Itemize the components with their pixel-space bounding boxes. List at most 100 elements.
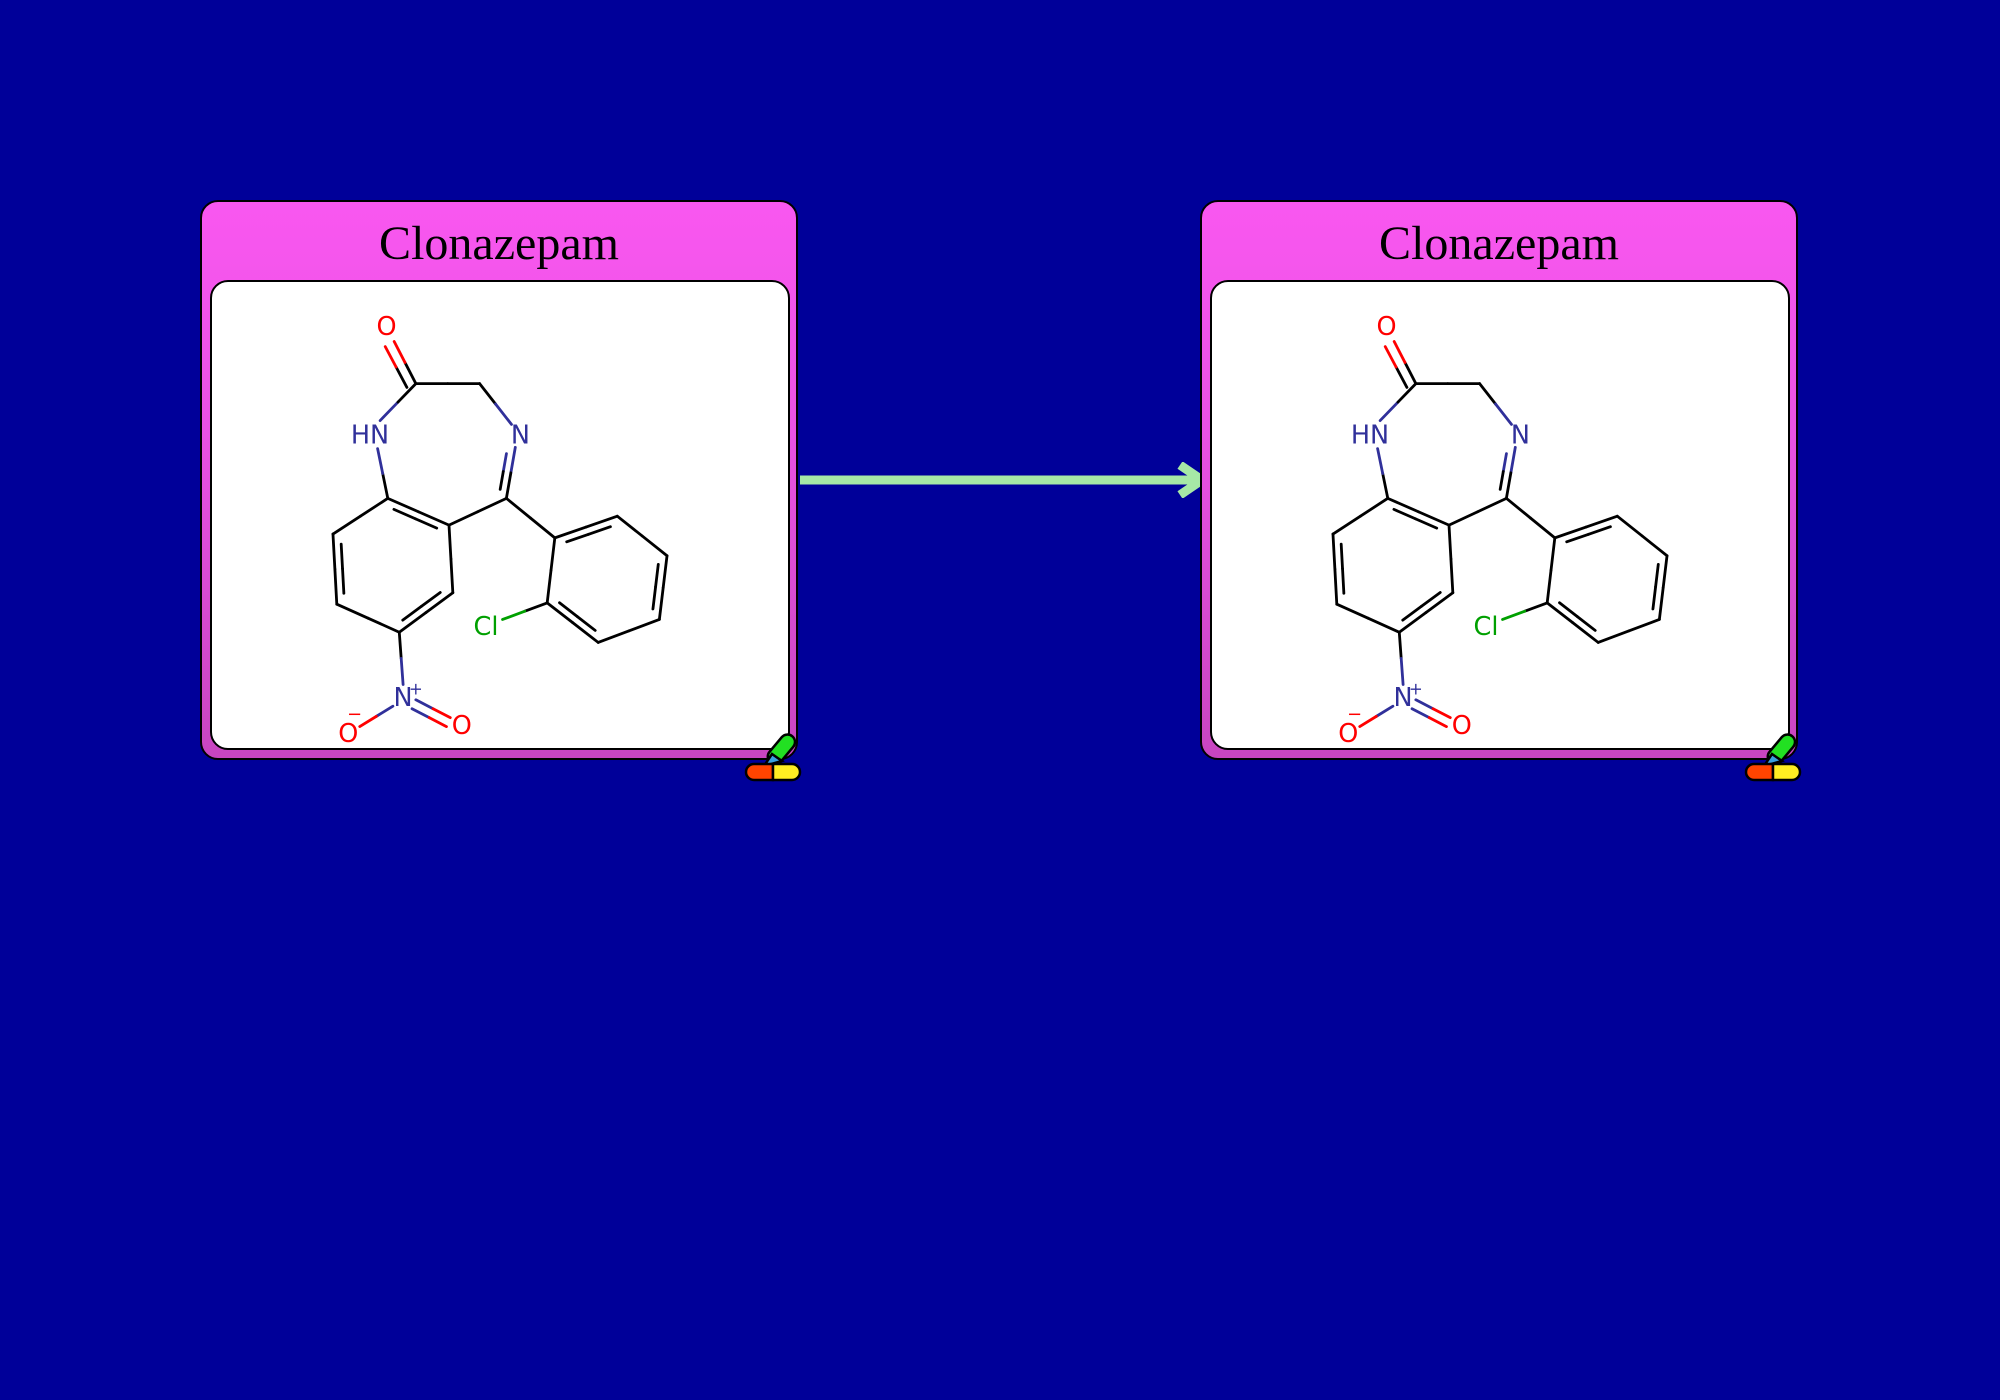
nitro-bond xyxy=(358,714,378,728)
phenyl-ring-bond xyxy=(1549,536,1557,572)
nitro-bond xyxy=(1374,704,1395,718)
bond xyxy=(476,496,508,514)
benzo-ring-bond xyxy=(1392,507,1417,521)
carbonyl-bond xyxy=(392,340,407,364)
nh-label: HN xyxy=(1351,421,1389,451)
benzo-ring-bond xyxy=(1401,604,1423,622)
benzo-ring-bond xyxy=(339,542,344,571)
phenyl-ring-bond xyxy=(1661,554,1669,590)
phenyl-ring-bond xyxy=(584,514,619,529)
benzo-ring-bond xyxy=(1413,517,1439,530)
imine-bond xyxy=(1501,452,1508,473)
reaction-arrow-icon xyxy=(800,462,1210,498)
benzo-ring-bond xyxy=(1447,523,1453,561)
pill-icon xyxy=(744,733,802,782)
bond xyxy=(381,472,390,500)
nitro-bond xyxy=(414,698,435,711)
nitro-nitrogen-label: N xyxy=(1394,683,1413,713)
chlorine-label: Cl xyxy=(474,612,499,642)
phenyl-ring-bond xyxy=(1565,532,1590,544)
nitro-bond xyxy=(399,656,405,686)
bond xyxy=(529,516,557,540)
benzo-ring-bond xyxy=(386,496,420,514)
benzo-ring-bond xyxy=(1358,496,1390,518)
bond xyxy=(1476,496,1508,514)
benzo-ring-bond xyxy=(1333,567,1339,606)
oxygen-label: O xyxy=(1376,312,1396,342)
benzo-ring-bond xyxy=(366,616,401,634)
phenyl-ring-bond xyxy=(627,618,661,633)
imine-bond xyxy=(509,445,517,475)
phenyl-ring-bond xyxy=(661,554,669,590)
benzo-ring-bond xyxy=(1424,591,1455,614)
oxygen-label: O xyxy=(1338,719,1358,749)
bond xyxy=(1494,402,1513,426)
chloro-bond xyxy=(1501,609,1527,621)
phenyl-ring-bond xyxy=(545,568,553,605)
oxygen-label: O xyxy=(452,711,472,741)
compound-title: Clonazepam xyxy=(1379,217,1619,270)
benzo-ring-bond xyxy=(1449,557,1455,595)
nitrogen-label: N xyxy=(1511,421,1530,451)
benzo-ring-bond xyxy=(447,523,453,561)
phenyl-ring-bond xyxy=(549,536,557,572)
phenyl-ring-bond xyxy=(1575,615,1597,632)
chloro-bond xyxy=(501,609,527,621)
bond xyxy=(478,382,497,406)
bond xyxy=(447,510,480,527)
phenyl-ring-bond xyxy=(596,629,631,644)
carbonyl-bond xyxy=(394,365,409,389)
carbonyl-bond xyxy=(1394,365,1409,389)
benzo-ring-bond xyxy=(401,604,423,622)
positive-charge-label: + xyxy=(1409,680,1423,699)
pill-icon xyxy=(1744,733,1802,782)
phenyl-ring-bond xyxy=(1587,525,1612,536)
chloro-bond xyxy=(523,601,549,613)
positive-charge-label: + xyxy=(409,680,423,699)
benzo-ring-bond xyxy=(1331,514,1362,536)
bond xyxy=(1376,447,1385,475)
benzo-ring-bond xyxy=(1420,591,1442,608)
phenyl-ring-bond xyxy=(1553,525,1588,540)
benzo-ring-bond xyxy=(420,591,442,608)
phenyl-ring-bond xyxy=(553,525,588,540)
nitro-bond xyxy=(397,630,403,660)
carbonyl-bond xyxy=(1383,345,1398,369)
bond xyxy=(1478,382,1497,406)
phenyl-ring-bond xyxy=(558,601,579,619)
imine-bond xyxy=(501,452,508,473)
phenyl-ring-bond xyxy=(565,532,590,544)
benzo-ring-bond xyxy=(358,496,390,518)
phenyl-ring-bond xyxy=(1651,585,1658,611)
nitro-bond xyxy=(427,716,448,728)
nitrogen-label: N xyxy=(511,421,530,451)
phenyl-ring-bond xyxy=(1596,629,1631,644)
phenyl-ring-bond xyxy=(587,525,612,536)
benzo-ring-bond xyxy=(416,510,451,527)
phenyl-ring-bond xyxy=(1640,534,1669,558)
oxygen-label: O xyxy=(1452,711,1472,741)
carbonyl-bond xyxy=(383,345,398,369)
compound-title: Clonazepam xyxy=(379,217,619,270)
benzo-ring-bond xyxy=(341,567,346,595)
nitro-bond xyxy=(374,704,395,718)
benzo-ring-bond xyxy=(1386,496,1420,514)
bond xyxy=(1529,516,1557,540)
benzo-ring-bond xyxy=(1339,542,1344,571)
bond xyxy=(378,400,400,422)
nitro-bond xyxy=(1410,707,1431,720)
phenyl-ring-bond xyxy=(615,514,644,538)
benzo-ring-bond xyxy=(331,532,337,571)
phenyl-ring-bond xyxy=(640,534,669,558)
phenyl-ring-bond xyxy=(1571,621,1600,644)
benzo-ring-bond xyxy=(333,567,339,606)
nitro-bond xyxy=(1427,716,1448,728)
phenyl-ring-bond xyxy=(1657,586,1665,621)
phenyl-ring-bond xyxy=(1627,618,1661,633)
imine-bond xyxy=(1509,445,1517,475)
